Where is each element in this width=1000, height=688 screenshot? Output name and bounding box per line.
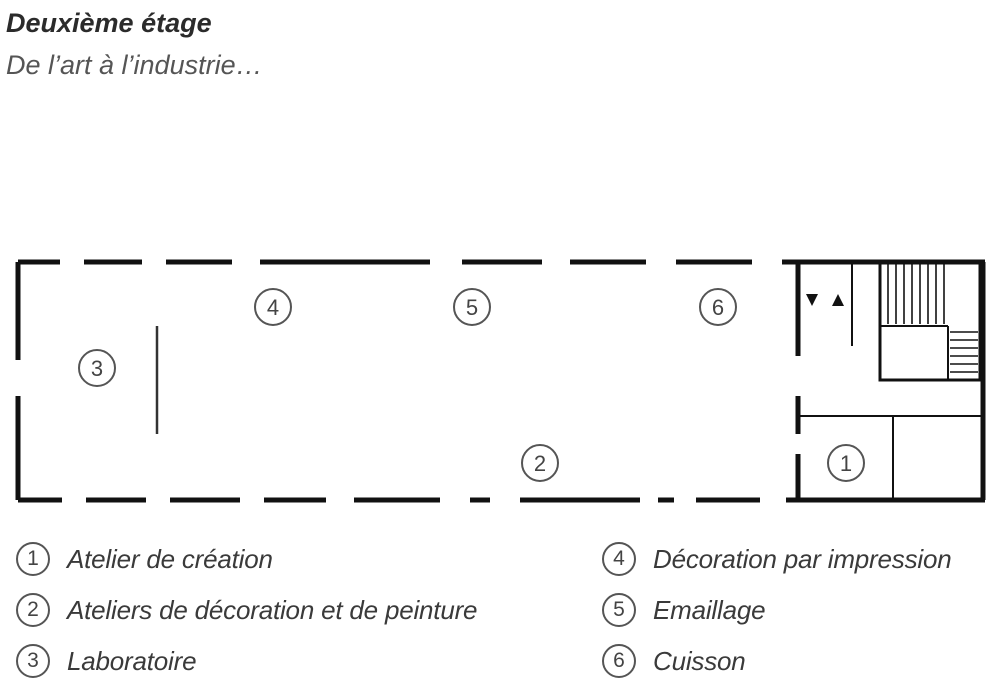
legend-number: 3 (16, 644, 50, 678)
legend-number: 6 (602, 644, 636, 678)
stair-steps-vertical (887, 264, 945, 324)
legend-item: 5 Emaillage (602, 593, 766, 627)
legend-number: 5 (602, 593, 636, 627)
arrow-up-icon (832, 294, 844, 306)
room-marker: 2 (521, 444, 559, 482)
legend-label: Décoration par impression (653, 543, 952, 574)
stair-steps-horizontal (950, 331, 978, 373)
legend-item: 6 Cuisson (602, 644, 746, 678)
svg-text:6: 6 (712, 295, 724, 320)
legend-label: Laboratoire (67, 645, 197, 676)
room-marker: 4 (254, 288, 292, 326)
legend-number: 1 (16, 542, 50, 576)
arrow-down-icon (806, 294, 818, 306)
legend-item: 4 Décoration par impression (602, 542, 952, 576)
stair-block (798, 260, 983, 500)
legend-item: 1 Atelier de création (16, 542, 273, 576)
legend-number: 4 (602, 542, 636, 576)
page-title: Deuxième étage (6, 8, 212, 38)
legend-number: 2 (16, 593, 50, 627)
svg-text:2: 2 (534, 451, 546, 476)
legend-item: 3 Laboratoire (16, 644, 197, 678)
svg-text:3: 3 (91, 356, 103, 381)
legend-label: Atelier de création (67, 543, 273, 574)
room-marker: 1 (827, 444, 865, 482)
room-marker: 5 (453, 288, 491, 326)
legend-label: Emaillage (653, 594, 766, 625)
legend-label: Cuisson (653, 645, 746, 676)
svg-text:4: 4 (267, 295, 279, 320)
room-marker: 3 (78, 349, 116, 387)
legend-label: Ateliers de décoration et de peinture (67, 594, 478, 625)
stair-well (878, 260, 982, 382)
legend-item: 2 Ateliers de décoration et de peinture (16, 593, 478, 627)
page-subtitle: De l’art à l’industrie… (6, 50, 263, 80)
svg-text:5: 5 (466, 295, 478, 320)
room-marker: 6 (699, 288, 737, 326)
svg-text:1: 1 (840, 451, 852, 476)
